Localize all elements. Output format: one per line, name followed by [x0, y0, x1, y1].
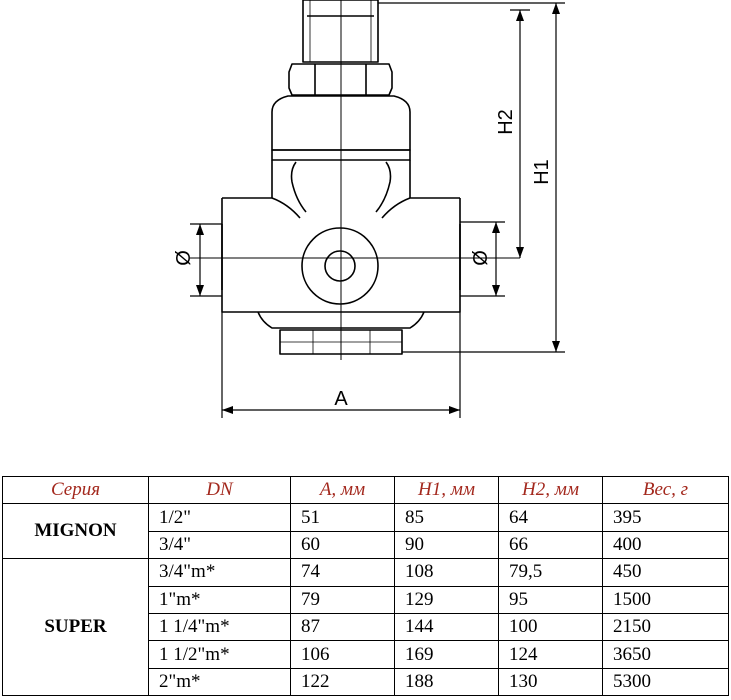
table-cell: 1/2": [148, 503, 291, 532]
label-diameter-left: Ø: [173, 250, 195, 266]
table-cell: 124: [498, 640, 603, 669]
table-row: SUPER 3/4"m* 74 108 79,5 450: [2, 558, 729, 697]
port-outer-circle: [301, 227, 379, 305]
table-cell: 395: [602, 503, 729, 532]
table-cell: 87: [290, 612, 395, 642]
header-a: A, мм: [290, 475, 395, 505]
table-cell: 1 1/2"m*: [148, 640, 291, 669]
table-cell: 1"m*: [148, 585, 291, 614]
table-cell: 129: [394, 585, 499, 614]
table-cell: 100: [498, 612, 603, 642]
table-cell: 5300: [602, 667, 729, 697]
specification-table: Серия DN A, мм H1, мм H2, мм Вес, г MIGN…: [2, 475, 729, 697]
table-row: 3/4" 60 90 66 400: [3, 530, 729, 560]
table-cell: 79: [290, 585, 395, 614]
table-cell: 74: [290, 558, 395, 587]
table-row: MIGNON 1/2" 51 85 64 395: [2, 503, 729, 560]
table-cell: 90: [394, 530, 499, 560]
table-cell: 79,5: [498, 558, 603, 587]
header-h2: H2, мм: [498, 475, 603, 505]
table-cell: 169: [394, 640, 499, 669]
series-cell: SUPER: [2, 558, 149, 697]
table-cell: 3650: [602, 640, 729, 669]
table-cell: 122: [290, 667, 395, 697]
table-cell: 85: [394, 503, 499, 532]
table-cell: 64: [498, 503, 603, 532]
table-cell: 144: [394, 612, 499, 642]
table-cell: 51: [290, 503, 395, 532]
table-cell: 2150: [602, 612, 729, 642]
table-row: 1 1/2"m* 106 169 124 3650: [3, 640, 729, 669]
table-cell: 1 1/4"m*: [148, 612, 291, 642]
table-cell: 2"m*: [148, 667, 291, 697]
valve-technical-drawing: H1 H2 A Ø Ø: [173, 0, 565, 418]
table-cell: 400: [602, 530, 729, 560]
header-dn: DN: [148, 475, 291, 505]
table-row: 1"m* 79 129 95 1500: [3, 585, 729, 614]
header-weight: Вес, г: [602, 475, 729, 505]
table-cell: 3/4"m*: [148, 558, 291, 587]
valve-body: [221, 197, 461, 313]
table-cell: 66: [498, 530, 603, 560]
series-cell: MIGNON: [2, 503, 149, 560]
table-cell: 95: [498, 585, 603, 614]
label-a: A: [334, 388, 348, 410]
table-row: 2"m* 122 188 130 5300: [3, 667, 729, 697]
table-cell: 106: [290, 640, 395, 669]
label-h2: H2: [495, 109, 517, 135]
table-cell: 3/4": [148, 530, 291, 560]
table-cell: 108: [394, 558, 499, 587]
hex-nut: [288, 63, 393, 96]
header-series: Серия: [2, 475, 149, 505]
table-cell: 60: [290, 530, 395, 560]
header-h1: H1, мм: [394, 475, 499, 505]
valve-neck: [271, 160, 411, 213]
label-h1: H1: [531, 159, 553, 185]
port-inner-circle: [324, 250, 356, 282]
table-header-row: Серия DN A, мм H1, мм H2, мм Вес, г: [2, 475, 729, 505]
table-cell: 1500: [602, 585, 729, 614]
label-diameter-right: Ø: [470, 250, 492, 266]
table-cell: 188: [394, 667, 499, 697]
table-cell: 450: [602, 558, 729, 587]
table-cell: 130: [498, 667, 603, 697]
